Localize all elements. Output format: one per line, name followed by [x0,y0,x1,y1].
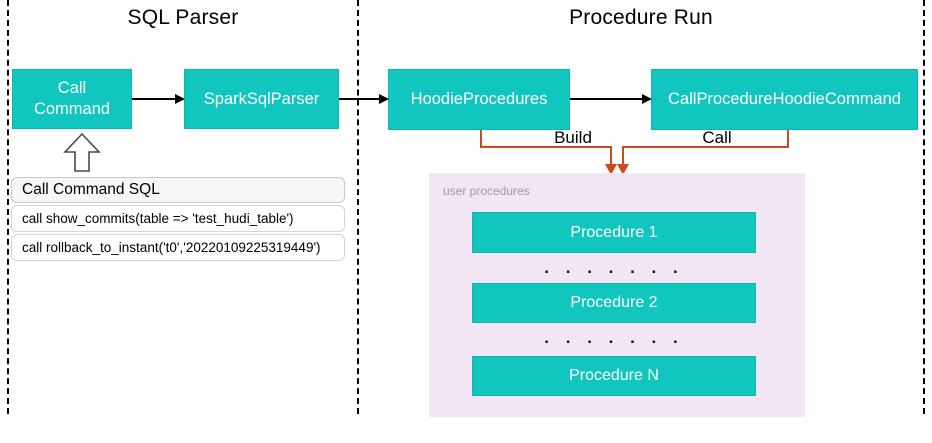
arrow-right-icon [379,94,389,104]
arrow-line-hoodie-to-callproc [570,98,642,100]
section-divider-left [7,0,9,414]
down-arrow-icon [617,164,629,175]
call-edge-label: Call [702,128,732,147]
down-arrow-icon [605,164,617,175]
section-divider-right [923,0,925,414]
call-edge-drop [622,146,624,166]
section-title-sql-parser: SQL Parser [127,6,239,29]
section-title-procedure-run: Procedure Run [569,6,713,29]
arrow-right-icon [642,94,652,104]
call-command-sql-panel: Call Command SQL call show_commits(table… [11,177,345,263]
arrow-right-icon [175,94,185,104]
node-procedure-1: Procedure 1 [472,212,756,253]
arrow-line-callcommand-to-parser [132,98,176,100]
sql-row: call show_commits(table => 'test_hudi_ta… [11,205,345,232]
arrow-line-parser-to-hoodie [339,98,379,100]
sql-panel-header: Call Command SQL [11,177,345,203]
user-procedures-label: user procedures [443,184,530,198]
ellipsis-dots: . . . . . . . [544,328,684,347]
ellipsis-dots: . . . . . . . [544,258,684,277]
node-call-procedure-hoodie-command: CallProcedureHoodieCommand [651,69,918,130]
node-procedure-2: Procedure 2 [472,283,756,323]
build-edge-drop [610,146,612,166]
call-edge-horizontal [622,146,789,148]
node-hoodie-procedures: HoodieProcedures [388,69,570,130]
user-procedures-container: user procedures Procedure 1 . . . . . . … [429,173,805,417]
sql-row: call rollback_to_instant('t0','202201092… [11,234,345,261]
node-call-command: Call Command [12,69,132,129]
node-spark-sql-parser: SparkSqlParser [184,69,339,129]
section-divider-middle [357,0,359,414]
node-procedure-n: Procedure N [472,356,756,396]
build-edge-label: Build [554,128,592,147]
build-edge-horizontal [480,146,612,148]
call-edge-vertical [787,130,789,148]
hollow-up-arrow-icon [63,132,101,172]
build-edge-vertical [480,130,482,148]
